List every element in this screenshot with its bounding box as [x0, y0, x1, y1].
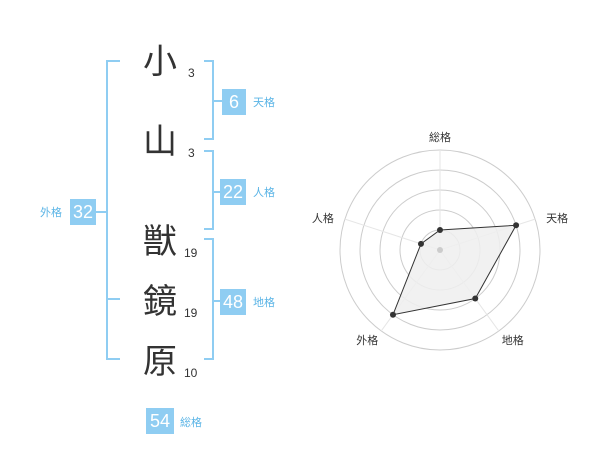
chikaku-value: 48 [220, 289, 246, 315]
gaikaku-value: 32 [70, 199, 96, 225]
radar-point-1 [437, 227, 443, 233]
radar-point-4 [389, 311, 396, 318]
radar-axis-label-5: 人格 [312, 211, 334, 225]
radar-axis-label-4: 外格 [356, 333, 378, 347]
chikaku-label: 地格 [253, 296, 275, 309]
radar-polygon [392, 224, 517, 316]
kanji-char-3: 獣 [143, 222, 177, 262]
kanji-char-2: 山 [143, 122, 177, 162]
radar-points [389, 222, 520, 318]
stroke-count-5: 10 [184, 366, 198, 380]
radar-point-3 [472, 295, 479, 302]
stroke-count-2: 3 [188, 146, 195, 160]
radar-center-dot [437, 247, 443, 253]
kanji-char-1: 小 [143, 42, 177, 82]
stroke-count-4: 19 [184, 306, 198, 320]
jinkaku-value: 22 [220, 179, 246, 205]
radar-axis-label-2: 天格 [546, 211, 568, 225]
stroke-count-1: 3 [188, 66, 195, 80]
jinkaku-label: 人格 [253, 186, 275, 199]
radar-point-2 [513, 222, 520, 229]
kanji-char-5: 原 [143, 342, 177, 382]
stroke-count-3: 19 [184, 246, 198, 260]
tenkaku-value: 6 [222, 89, 246, 115]
soukaku-value: 54 [146, 408, 174, 434]
radar-axis-label-3: 地格 [502, 333, 524, 347]
soukaku-label: 総格 [180, 416, 202, 429]
tenkaku-label: 天格 [253, 96, 275, 109]
gaikaku-label: 外格 [40, 206, 62, 219]
radar-axis-label-1: 総格 [429, 130, 451, 144]
kanji-char-4: 鏡 [143, 282, 177, 322]
radar-point-5 [417, 240, 424, 247]
